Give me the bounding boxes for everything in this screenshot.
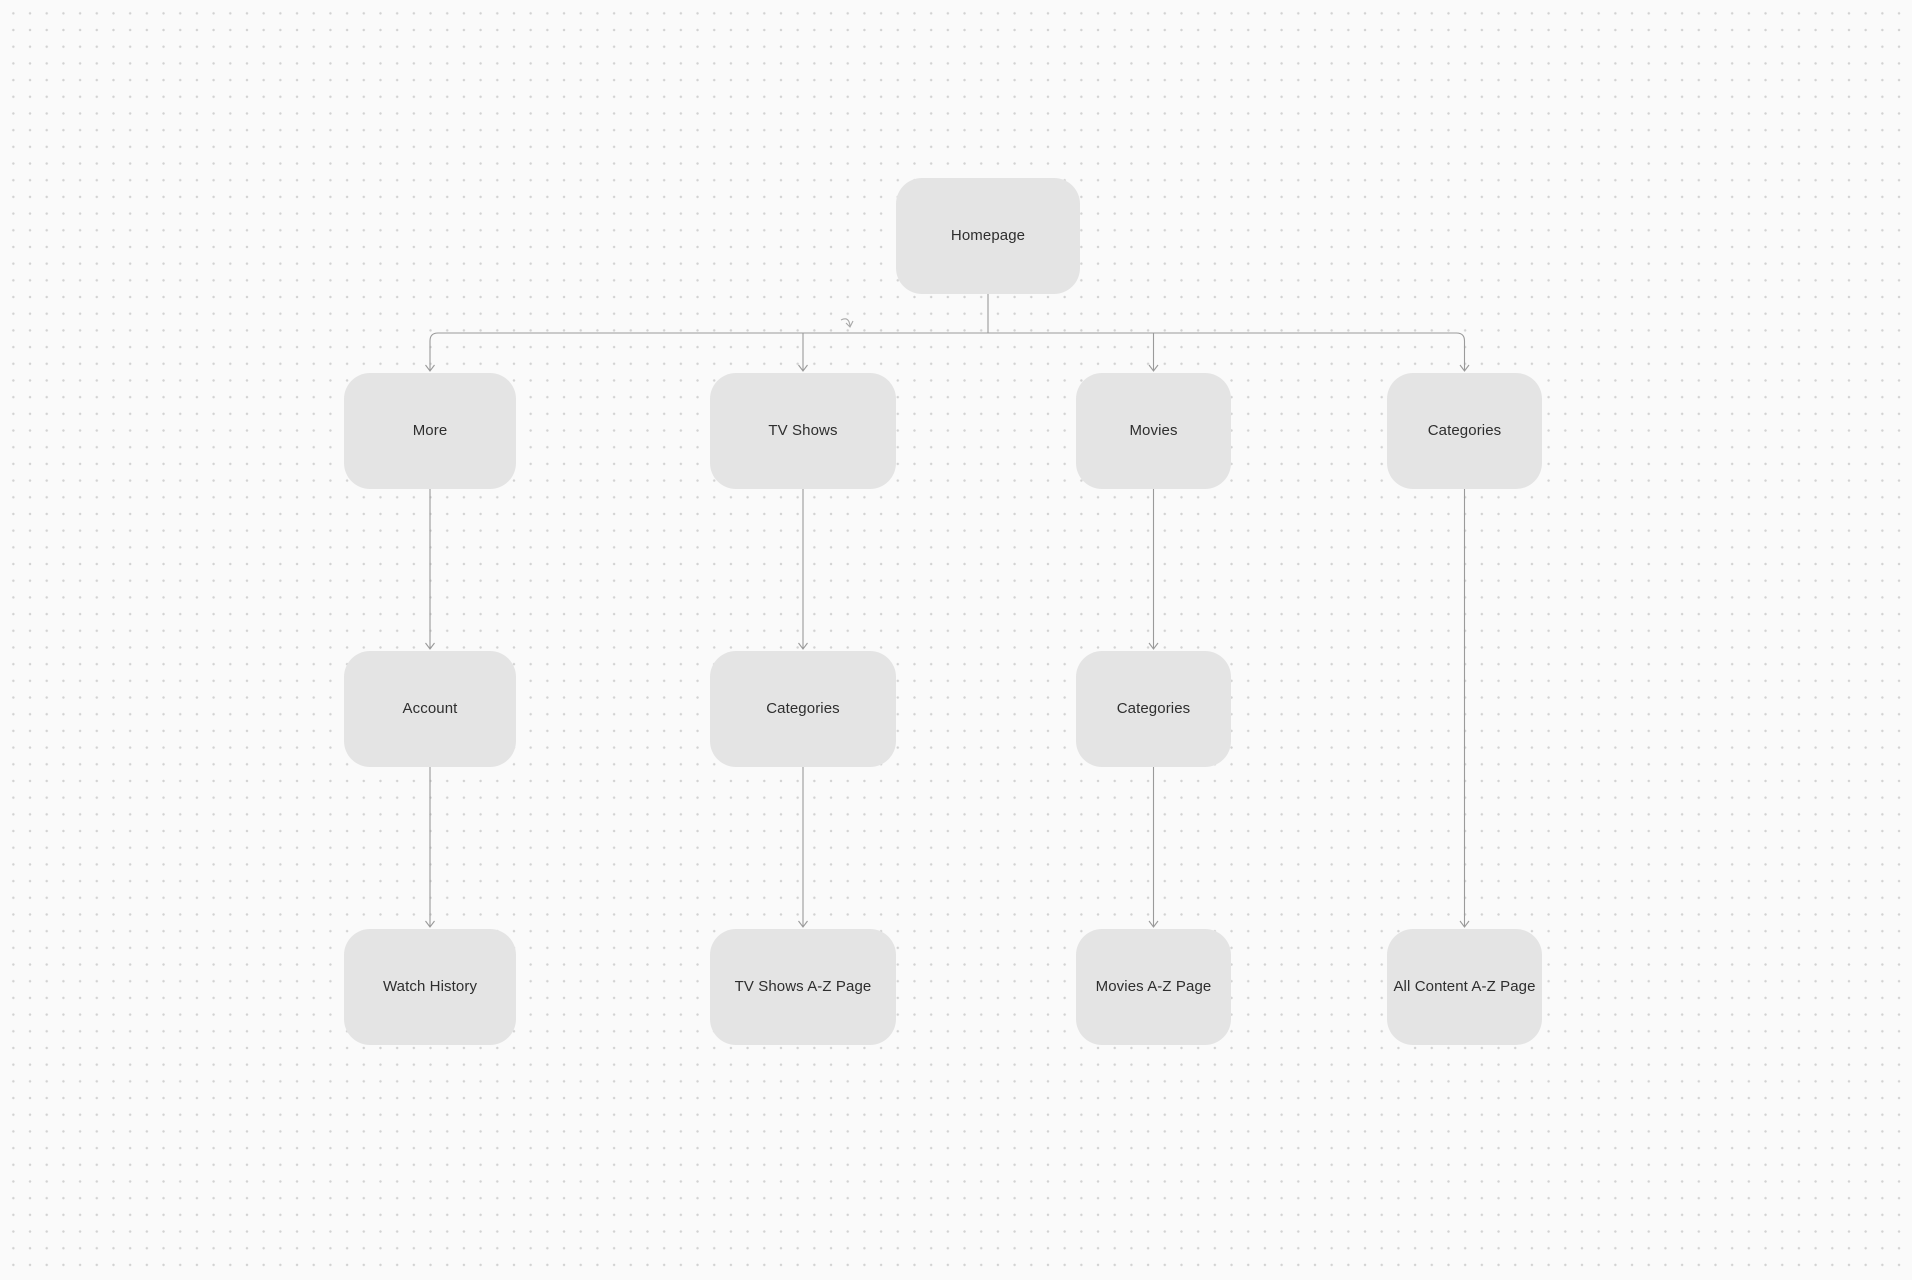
arrowhead-movies[interactable] [1148,364,1159,372]
arrowhead-movies-az[interactable] [1148,920,1159,928]
node-movies-az[interactable]: Movies A-Z Page [1076,929,1231,1045]
node-movies[interactable]: Movies [1076,373,1231,489]
node-label: Movies A-Z Page [1095,978,1212,995]
node-label: All Content A-Z Page [1393,978,1536,995]
arrowhead-account[interactable] [425,642,435,650]
arrowhead-tv-shows[interactable] [798,364,808,372]
node-homepage[interactable]: Homepage [896,178,1080,294]
node-label: Watch History [382,978,478,995]
arrowhead-categories[interactable] [1459,364,1470,372]
node-label: Homepage [950,227,1026,244]
node-more[interactable]: More [344,373,516,489]
arrowhead-more[interactable] [425,364,435,372]
arrowhead-tv-categories[interactable] [798,642,808,650]
node-tv-shows[interactable]: TV Shows [710,373,896,489]
node-all-content-az[interactable]: All Content A-Z Page [1387,929,1542,1045]
node-account[interactable]: Account [344,651,516,767]
node-label: Categories [766,700,840,717]
node-label: TV Shows A-Z Page [734,978,872,995]
node-label: Categories [1116,700,1191,717]
collaborator-cursor-icon[interactable] [840,318,854,328]
node-label: Account [402,700,458,717]
arrowhead-all-content-az[interactable] [1459,920,1470,928]
arrowhead-tv-shows-az[interactable] [798,920,808,928]
arrowhead-watch-history[interactable] [425,920,435,928]
node-label: More [412,422,448,439]
node-movie-categories[interactable]: Categories [1076,651,1231,767]
node-categories[interactable]: Categories [1387,373,1542,489]
arrowhead-movie-categories[interactable] [1148,642,1159,650]
node-tv-shows-az[interactable]: TV Shows A-Z Page [710,929,896,1045]
node-tv-categories[interactable]: Categories [710,651,896,767]
node-label: Categories [1427,422,1502,439]
node-watch-history[interactable]: Watch History [344,929,516,1045]
node-label: Movies [1129,422,1178,439]
node-label: TV Shows [768,422,838,439]
edge-homepage-trunk[interactable] [429,332,1466,371]
